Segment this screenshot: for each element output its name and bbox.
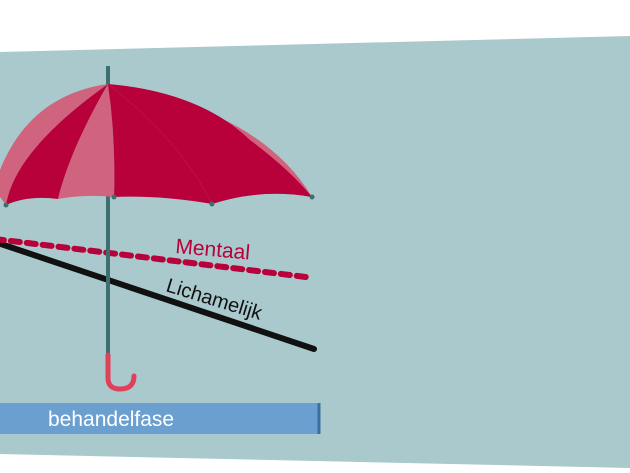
umbrella-panel-2	[6, 84, 108, 205]
umbrella-hook	[105, 352, 137, 392]
physical-line	[0, 240, 317, 352]
umbrella-panel-3	[58, 84, 115, 199]
rib-tip	[209, 201, 215, 207]
phase-bar	[0, 403, 320, 434]
rib-tip	[309, 194, 315, 200]
umbrella-panel-1	[0, 84, 108, 205]
mental-line	[0, 236, 309, 280]
phase-label: behandelfase	[48, 408, 174, 431]
umbrella-panel-5b	[108, 84, 312, 204]
umbrella-panel-4	[108, 84, 212, 204]
umbrella-icon	[0, 66, 315, 392]
rib-tip	[3, 202, 9, 208]
rib-tip	[111, 194, 117, 200]
